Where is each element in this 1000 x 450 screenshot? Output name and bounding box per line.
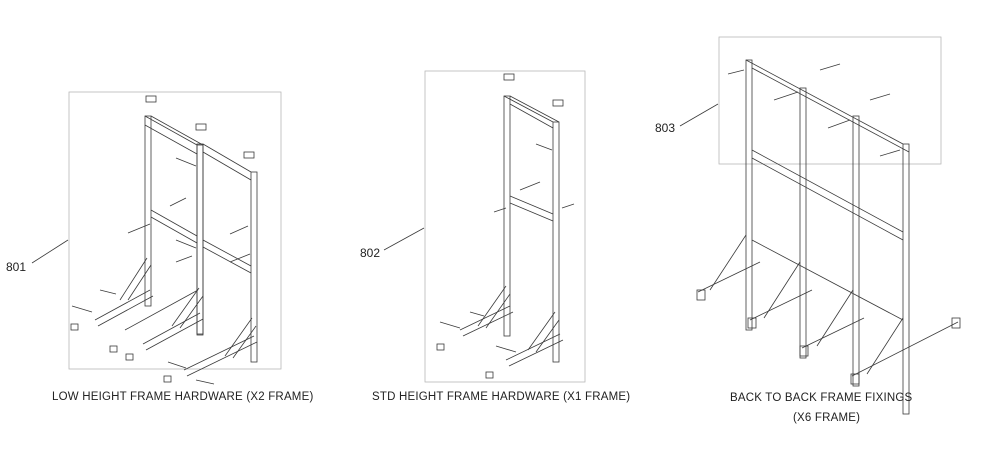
back-to-back-caption-line2: (X6 FRAME) [793,412,861,424]
std-height-caption: STD HEIGHT FRAME HARDWARE (X1 FRAME) [372,391,631,403]
std-height-frame-drawing [383,70,586,383]
low-height-caption: LOW HEIGHT FRAME HARDWARE (X2 FRAME) [52,391,314,403]
callout-803: 803 [655,121,676,135]
low-height-frame-drawing [31,91,282,385]
std-height-panel-border [424,70,586,383]
back-to-back-detail-border [718,36,942,165]
callout-802: 802 [360,246,381,260]
back-to-back-frame-drawing [679,36,961,415]
back-to-back-caption-line1: BACK TO BACK FRAME FIXINGS [730,392,913,404]
low-height-panel-border [68,91,282,370]
callout-801: 801 [6,260,27,274]
